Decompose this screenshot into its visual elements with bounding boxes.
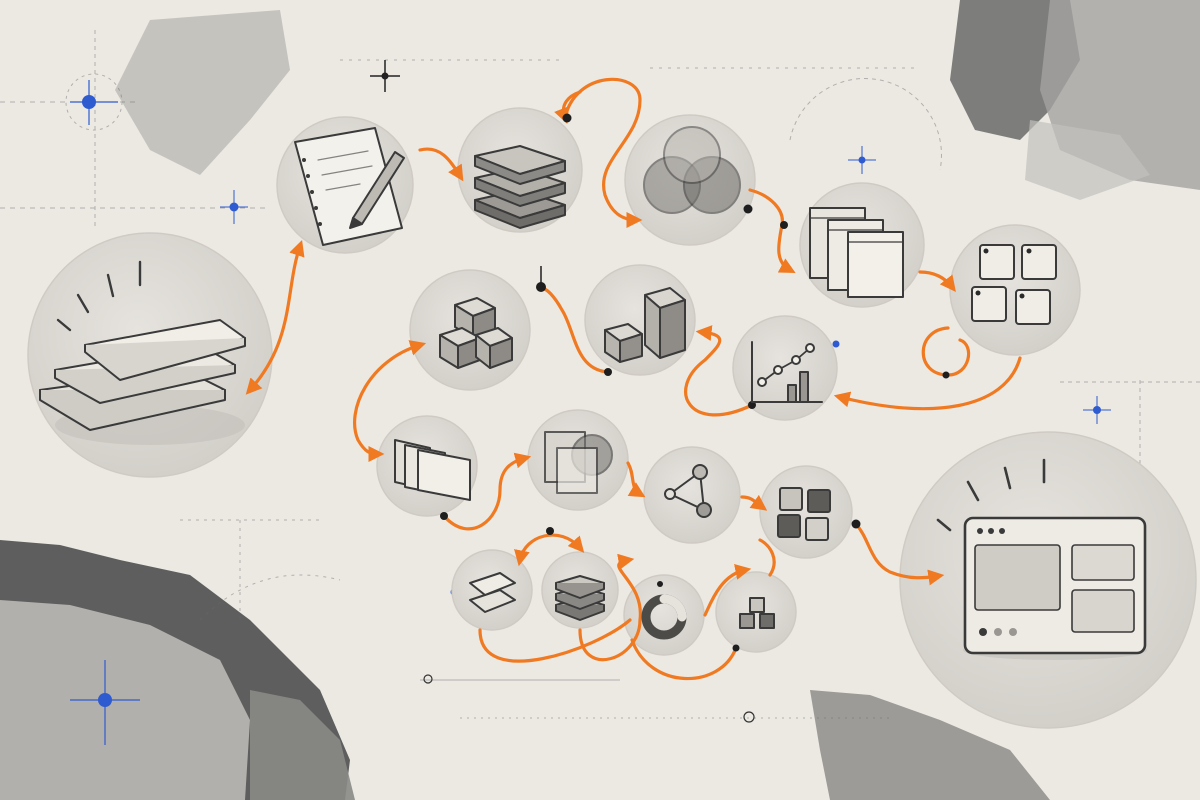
connector-layers-loop [563,77,643,228]
connector-cubes-right [758,538,776,577]
cube-block-icon [604,287,686,363]
connector-sub-loop-bottom [478,618,632,663]
junction-dots [440,113,950,652]
torn-scrap-bottom-center [250,690,355,800]
connector-network-to-grid [740,494,768,511]
dashboard-window-icon [936,458,1147,660]
connector-chart-to-cube-block [684,325,754,417]
connector-card-to-overlap [442,452,532,531]
stacked-sheets-icon [39,260,246,445]
outline-target-marker [423,674,433,684]
node-network [643,446,741,544]
connector-notepad-to-layers [418,147,464,182]
connector-start-to-notepad [245,239,305,395]
node-donut [623,574,705,656]
small-stack-icon [555,575,605,621]
blue-dot-marker [70,80,118,125]
four-tiles-icon [971,244,1057,325]
outline-target-marker [743,711,755,723]
line-bar-chart-icon [751,341,823,403]
tile-grid-icon [777,487,831,541]
blue-cross-marker [848,146,876,174]
small-blue-dot [832,340,840,348]
torn-scrap-bottom-right [810,690,1050,800]
connector-sub-loop-top [514,533,585,567]
connector-donut-to-cubes [703,564,752,617]
network-graph-icon [664,464,712,518]
dark-cross-marker [370,60,400,92]
small-sheets-icon [469,572,516,613]
connector-cluster-to-card [353,340,427,462]
node-tiles [949,224,1081,356]
blue-cross-marker [1083,396,1111,424]
blue-dot-marker [70,660,140,745]
overlap-shapes-icon [544,431,613,494]
connector-cubes-loop [630,638,738,681]
connector-cube-block-to-cluster [538,285,610,374]
window-panels-icon [809,207,904,298]
connector-windows-to-tiles [918,270,956,293]
connector-sub-donut-loop [578,553,642,662]
node-chart [732,315,838,421]
cube-cluster-icon [439,297,513,369]
connector-overlap-to-network [626,461,646,498]
torn-scrap-right-mid [1025,120,1150,200]
connector-tiles-to-chart [833,356,1022,411]
torn-scrap-top-left [115,10,290,175]
card-stack-icon [394,439,471,501]
notepad-pencil-icon [294,127,405,246]
layer-stack-icon [474,145,566,229]
connector-grid-to-end [854,522,945,586]
node-tile-grid [759,465,853,559]
blue-cross-marker [220,190,248,224]
guide-lines [0,30,1200,719]
venn-circles-icon [643,126,741,214]
small-cubes-icon [739,597,775,629]
donut-ring-icon [641,594,687,640]
